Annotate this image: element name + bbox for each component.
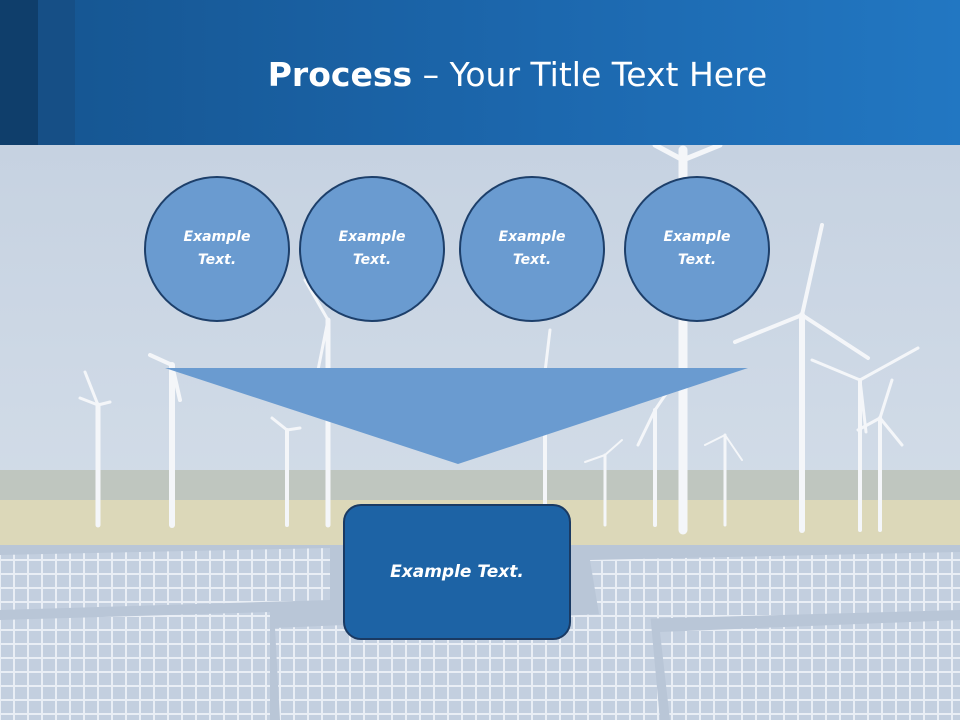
header-accent-strip-2 — [38, 0, 75, 145]
circle-1-text: Example Text. — [183, 229, 251, 268]
circle-4-text: Example Text. — [663, 229, 731, 268]
process-circle-2[interactable]: Example Text. — [299, 176, 445, 322]
title-bold-part: Process — [267, 55, 413, 94]
circle-3-text: Example Text. — [498, 229, 566, 268]
process-circle-3[interactable]: Example Text. — [459, 176, 605, 322]
circle-2-text: Example Text. — [338, 229, 406, 268]
process-circle-4[interactable]: Example Text. — [624, 176, 770, 322]
title-rest-part: – Your Title Text Here — [412, 55, 768, 94]
process-circle-1[interactable]: Example Text. — [144, 176, 290, 322]
header-band — [0, 0, 960, 145]
slide-title: Process – Your Title Text Here — [75, 48, 960, 102]
result-box-text: Example Text. — [390, 562, 524, 582]
result-box[interactable]: Example Text. — [343, 504, 571, 640]
header-accent-strip — [0, 0, 38, 145]
